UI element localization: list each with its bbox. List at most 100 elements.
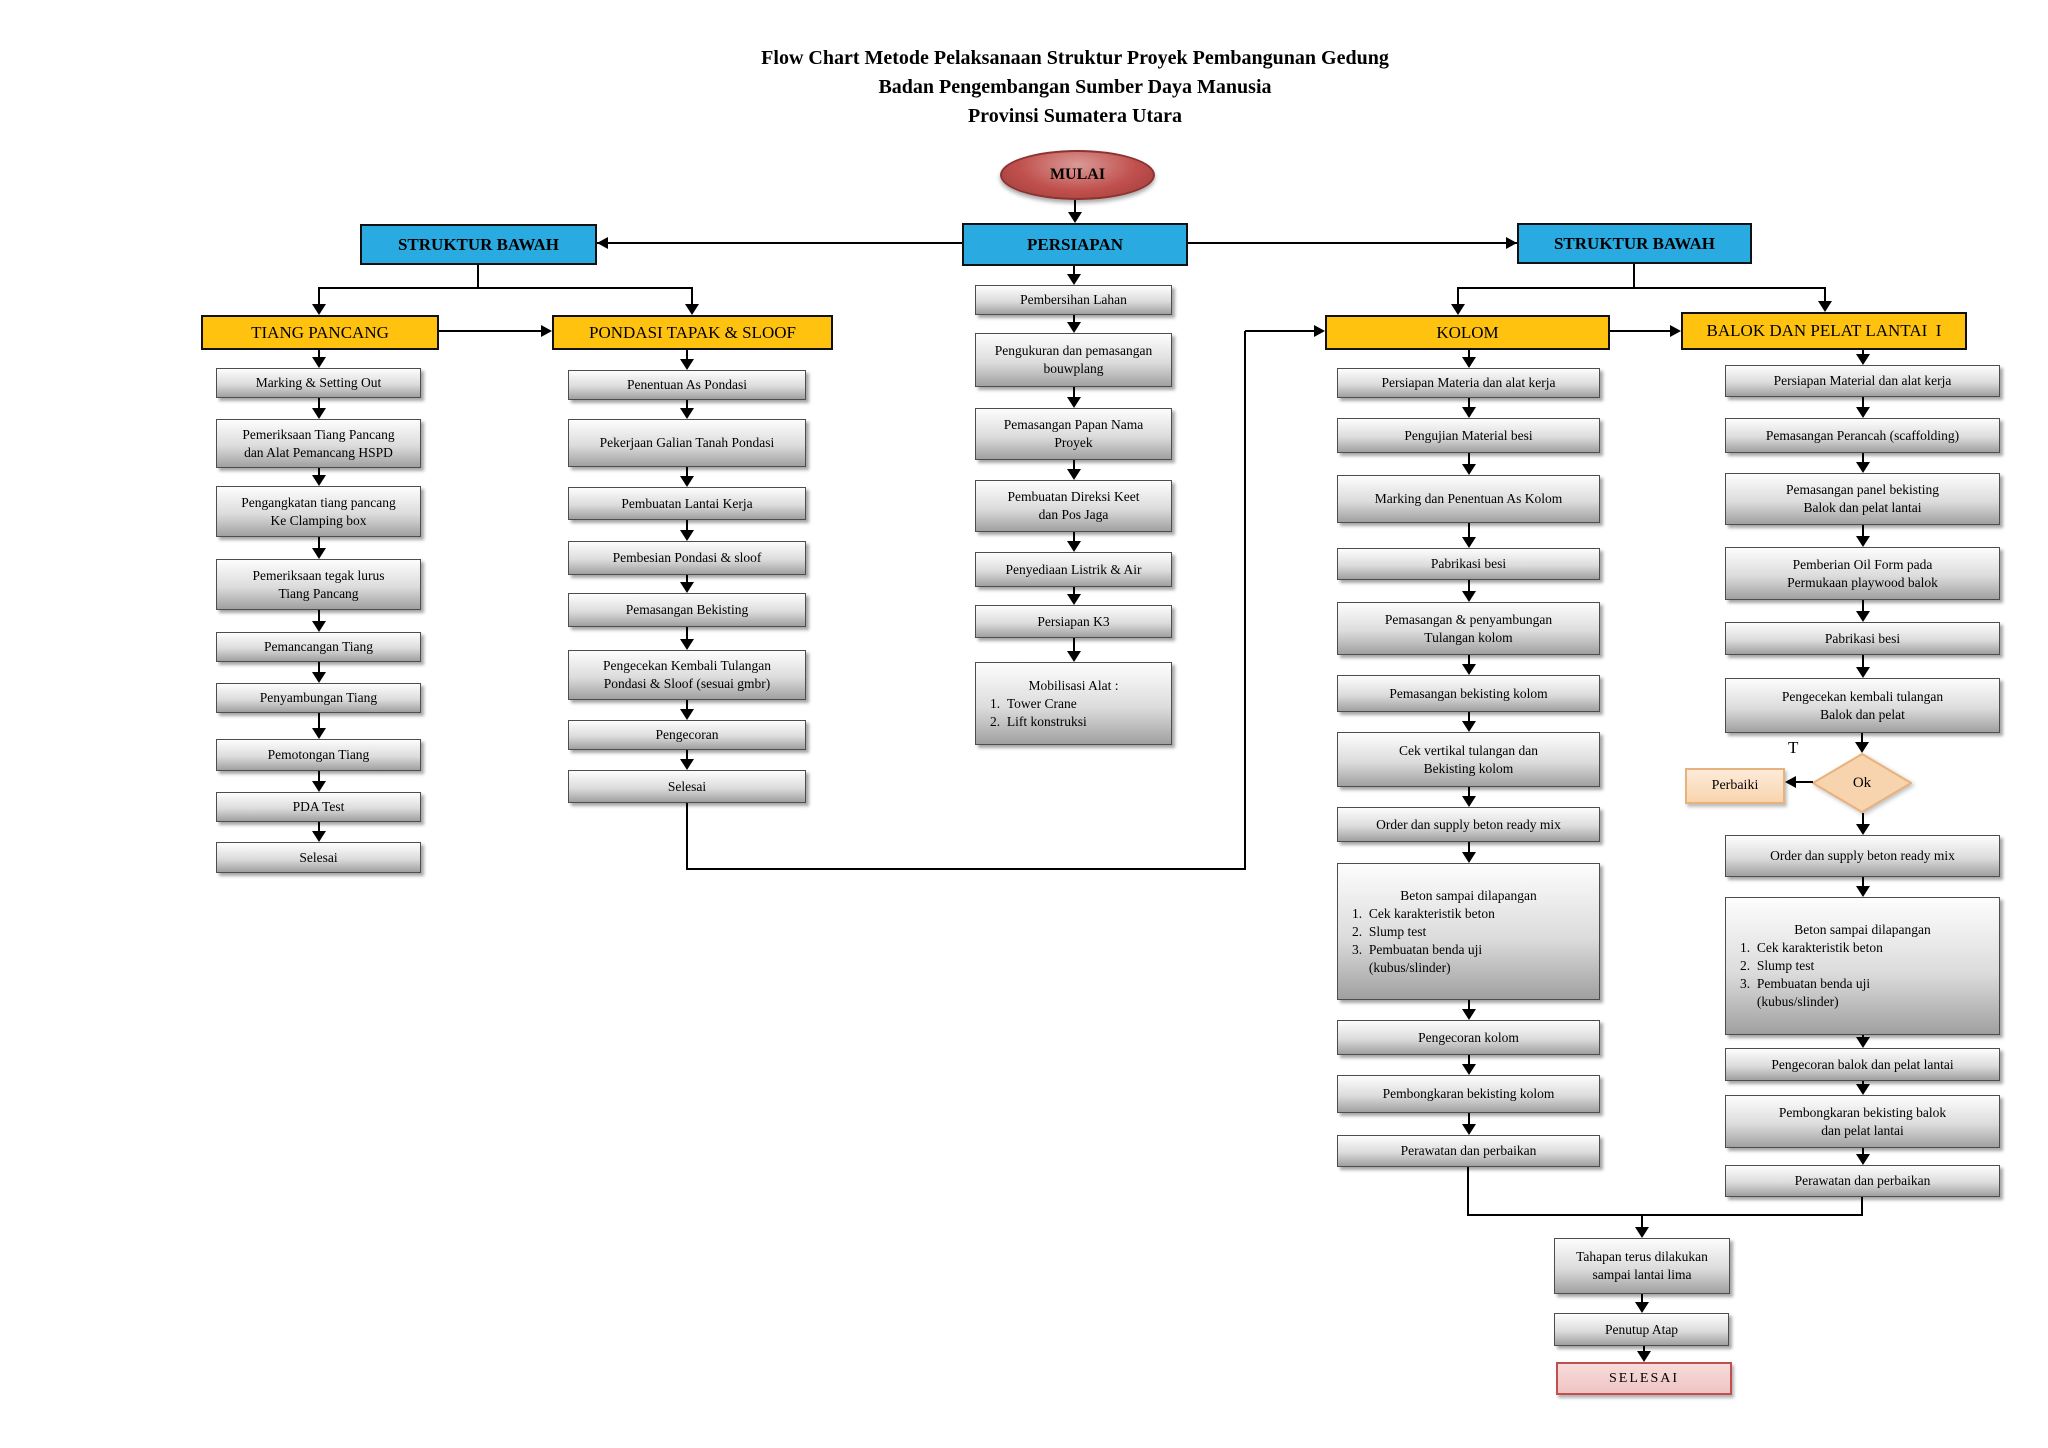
flow-node-line: 2. Slump test (1352, 923, 1427, 939)
connector-line (1467, 1000, 1470, 1010)
connector-line (1467, 1113, 1470, 1125)
arrowhead (680, 476, 694, 487)
decision-diamond-shape (1812, 753, 1912, 813)
connector-line (1457, 287, 1826, 289)
connector-line (1640, 1294, 1643, 1303)
flow-node-fin: SELESAI (1556, 1362, 1732, 1395)
flow-node-line: Beton sampai dilapangan (1400, 887, 1537, 903)
connector-line (1861, 1035, 1864, 1038)
arrowhead (1855, 1037, 1870, 1048)
arrowhead (1635, 1227, 1649, 1238)
flow-node-line: 1. Cek karakteristik beton (1740, 940, 1883, 955)
connector-line (1824, 288, 1826, 304)
flow-node-t8: PDA Test (216, 792, 421, 822)
connector-line (1072, 387, 1075, 398)
arrowhead (680, 639, 694, 650)
arrowhead (312, 304, 326, 315)
arrowhead (1461, 796, 1476, 807)
flow-node-k12: Perawatan dan perbaikan (1337, 1135, 1600, 1167)
connector-line (1072, 266, 1075, 275)
connector-line (1861, 1197, 1863, 1216)
arrowhead (1461, 721, 1476, 732)
connector-line (686, 868, 1246, 870)
flow-node-b11: Perawatan dan perbaikan (1725, 1165, 2000, 1197)
connector-line (317, 537, 320, 549)
flow-node-t6: Penyambungan Tiang (216, 683, 421, 713)
arrowhead (311, 548, 326, 559)
flow-node-perbaiki: Perbaiki (1685, 768, 1785, 804)
flow-node-k11: Pembongkaran bekisting kolom (1337, 1075, 1600, 1113)
connector-line (1861, 525, 1864, 537)
connector-line (1467, 580, 1470, 592)
arrowhead (1461, 407, 1476, 418)
flow-node-t9: Selesai (216, 842, 421, 873)
arrowhead (1670, 325, 1681, 337)
arrowhead (1818, 301, 1832, 312)
arrowhead (1066, 651, 1081, 662)
flow-node-b10: Pembongkaran bekisting balok dan pelat l… (1725, 1095, 2000, 1148)
arrowhead (1066, 322, 1081, 333)
flow-node-tiang: TIANG PANCANG (201, 315, 439, 350)
page-title: Flow Chart Metode Pelaksanaan Struktur P… (761, 47, 1389, 127)
connector-line (1467, 842, 1470, 853)
connector-line (686, 400, 688, 409)
connector-line (1861, 600, 1864, 612)
connector-line (686, 520, 688, 531)
flow-node-line: (kubus/slinder) (1352, 959, 1451, 975)
arrowhead (680, 408, 694, 419)
arrowhead (680, 709, 694, 720)
flow-node-k2: Pengujian Material besi (1337, 418, 1600, 453)
flow-node-b7: Order dan supply beton ready mix (1725, 835, 2000, 877)
flow-node-k5: Pemasangan & penyambungan Tulangan kolom (1337, 602, 1600, 655)
arrowhead (1506, 237, 1517, 249)
arrowhead (1855, 742, 1869, 753)
arrowhead (1634, 1302, 1649, 1313)
connector-line (691, 288, 693, 306)
flow-node-line: 2. Slump test (1740, 958, 1815, 973)
flow-node-k6: Pemasangan bekisting kolom (1337, 675, 1600, 712)
connector-line (1861, 813, 1864, 825)
flow-node-p1: Penentuan As Pondasi (568, 370, 806, 400)
flow-node-t3: Pengangkatan tiang pancang Ke Clamping b… (216, 486, 421, 537)
connector-line (1467, 1214, 1863, 1216)
connector-line (1861, 453, 1864, 463)
arrowhead (311, 672, 326, 683)
arrowhead (1066, 397, 1081, 408)
flow-node-p6: Pengecekan Kembali Tulangan Pondasi & Sl… (568, 650, 806, 700)
connector-line (1072, 315, 1075, 323)
connector-line (686, 700, 688, 710)
arrowhead (1461, 852, 1476, 863)
flow-node-line: (kubus/slinder) (1740, 994, 1839, 1009)
connector-line (317, 468, 320, 476)
arrowhead (1066, 469, 1081, 480)
connector-line (1861, 877, 1864, 887)
arrowhead (1855, 667, 1870, 678)
arrowhead (1855, 1084, 1870, 1095)
arrowhead (1855, 462, 1870, 473)
flow-node-dec: Ok (1812, 753, 1912, 813)
arrowhead (1461, 537, 1476, 548)
connector-line (318, 288, 320, 306)
flow-node-b4: Pemberian Oil Form pada Permukaan playwo… (1725, 547, 2000, 600)
flow-node-t5: Pemancangan Tiang (216, 632, 421, 662)
flow-node-atap: Penutup Atap (1554, 1313, 1729, 1346)
flow-node-line: Mobilisasi Alat : (1028, 677, 1119, 693)
flow-node-s6: Persiapan K3 (975, 605, 1172, 638)
flow-node-s4: Pembuatan Direksi Keet dan Pos Jaga (975, 480, 1172, 532)
connector-line (1467, 1167, 1469, 1216)
connector-line (318, 287, 693, 289)
arrowhead (680, 759, 694, 770)
flow-node-k3: Marking dan Penentuan As Kolom (1337, 475, 1600, 523)
flow-node-line: 3. Pembuatan benda uji (1740, 976, 1871, 991)
arrowhead (1461, 464, 1476, 475)
arrowhead (311, 357, 326, 368)
connector-line (1188, 242, 1517, 244)
arrowhead (1314, 325, 1325, 337)
connector-line (686, 350, 688, 360)
connector-line (317, 398, 320, 409)
flow-node-p8: Selesai (568, 770, 806, 803)
flow-node-k8: Order dan supply beton ready mix (1337, 807, 1600, 842)
connector-line (686, 750, 688, 760)
